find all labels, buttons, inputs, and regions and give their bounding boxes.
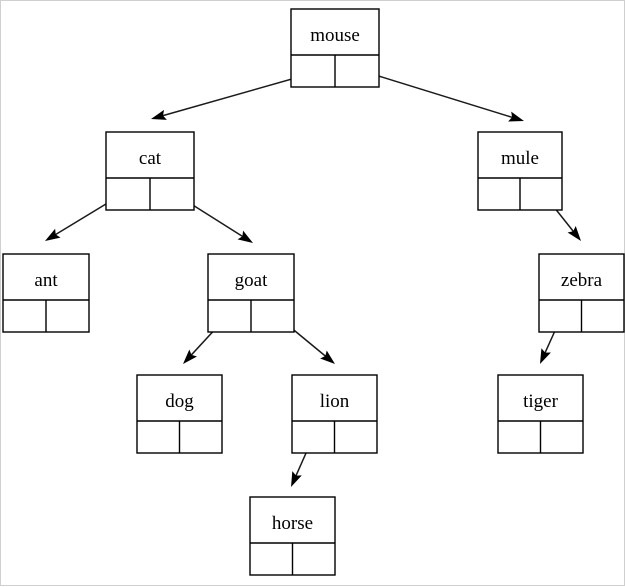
edge-arrowhead: [291, 471, 302, 487]
tree-edge-mouse-to-mule: [355, 68, 524, 122]
tree-node-ant[interactable]: ant: [2, 253, 90, 333]
node-pointer-cell-right[interactable]: [150, 178, 194, 210]
tree-node-dog[interactable]: dog: [136, 374, 223, 454]
tree-node-horse[interactable]: horse: [249, 496, 336, 576]
node-pointer-cell-right[interactable]: [335, 421, 378, 453]
node-label: horse: [272, 513, 313, 534]
node-label: zebra: [561, 270, 603, 291]
edge-arrowhead: [320, 350, 335, 364]
node-label: ant: [34, 270, 58, 291]
node-label: mule: [501, 148, 539, 169]
node-label: mouse: [310, 25, 360, 46]
edge-arrowhead: [237, 230, 253, 243]
edge-arrowhead: [567, 226, 581, 241]
edge-arrowhead: [508, 111, 524, 122]
node-pointer-cell-left[interactable]: [292, 421, 335, 453]
node-pointer-cell-right[interactable]: [520, 178, 562, 210]
node-pointer-cell-left[interactable]: [106, 178, 150, 210]
node-pointer-cell-right[interactable]: [541, 421, 584, 453]
edge-arrowhead: [45, 228, 61, 241]
node-pointer-cell-right[interactable]: [335, 55, 379, 87]
tree-node-goat[interactable]: goat: [207, 253, 295, 333]
node-label: tiger: [523, 391, 558, 412]
node-pointer-cell-left[interactable]: [539, 300, 582, 332]
tree-edge-mouse-to-cat: [151, 72, 314, 120]
node-pointer-cell-right[interactable]: [180, 421, 223, 453]
node-pointer-cell-right[interactable]: [293, 543, 336, 575]
node-label: cat: [139, 148, 162, 169]
edge-line: [355, 68, 513, 119]
node-pointer-cell-left[interactable]: [478, 178, 520, 210]
edge-arrowhead: [540, 348, 551, 364]
node-pointer-cell-right[interactable]: [46, 300, 89, 332]
tree-node-mouse[interactable]: mouse: [290, 8, 380, 88]
edge-arrowhead: [151, 109, 167, 120]
edge-arrowhead: [183, 349, 197, 364]
node-pointer-cell-left[interactable]: [3, 300, 46, 332]
tree-node-cat[interactable]: cat: [105, 131, 195, 211]
nodes-layer: mouse cat mule ant goat zebra dog lion tiger hors…: [2, 8, 625, 576]
tree-node-zebra[interactable]: zebra: [538, 253, 625, 333]
tree-node-lion[interactable]: lion: [291, 374, 378, 454]
node-pointer-cell-left[interactable]: [208, 300, 251, 332]
node-pointer-cell-left[interactable]: [498, 421, 541, 453]
node-pointer-cell-left[interactable]: [291, 55, 335, 87]
node-pointer-cell-left[interactable]: [137, 421, 180, 453]
node-label: goat: [235, 270, 268, 291]
tree-node-mule[interactable]: mule: [477, 131, 563, 211]
tree-node-tiger[interactable]: tiger: [497, 374, 584, 454]
node-pointer-cell-right[interactable]: [582, 300, 625, 332]
node-pointer-cell-left[interactable]: [250, 543, 293, 575]
node-pointer-cell-right[interactable]: [251, 300, 294, 332]
node-label: lion: [320, 391, 350, 412]
edge-line: [162, 72, 314, 117]
node-label: dog: [165, 391, 194, 412]
